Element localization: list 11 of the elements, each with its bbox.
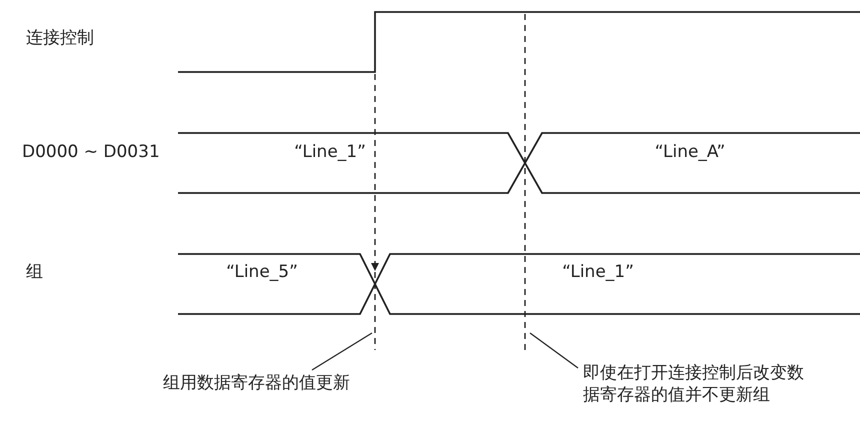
bus-value: “Line_1” xyxy=(562,261,634,283)
signal-label: 组 xyxy=(26,261,43,283)
annotation-text: 即使在打开连接控制后改变数据寄存器的值并不更新组 xyxy=(583,362,805,406)
bus-value: “Line_1” xyxy=(294,141,366,163)
bus-value: “Line_A” xyxy=(654,141,726,163)
signal-label: D0000 ~ D0031 xyxy=(22,141,160,163)
signal-label: 连接控制 xyxy=(26,27,94,49)
leader-line xyxy=(312,332,372,371)
annotation-text: 组用数据寄存器的值更新 xyxy=(163,372,350,394)
bus-value: “Line_5” xyxy=(226,261,298,283)
leader-line xyxy=(530,332,578,368)
